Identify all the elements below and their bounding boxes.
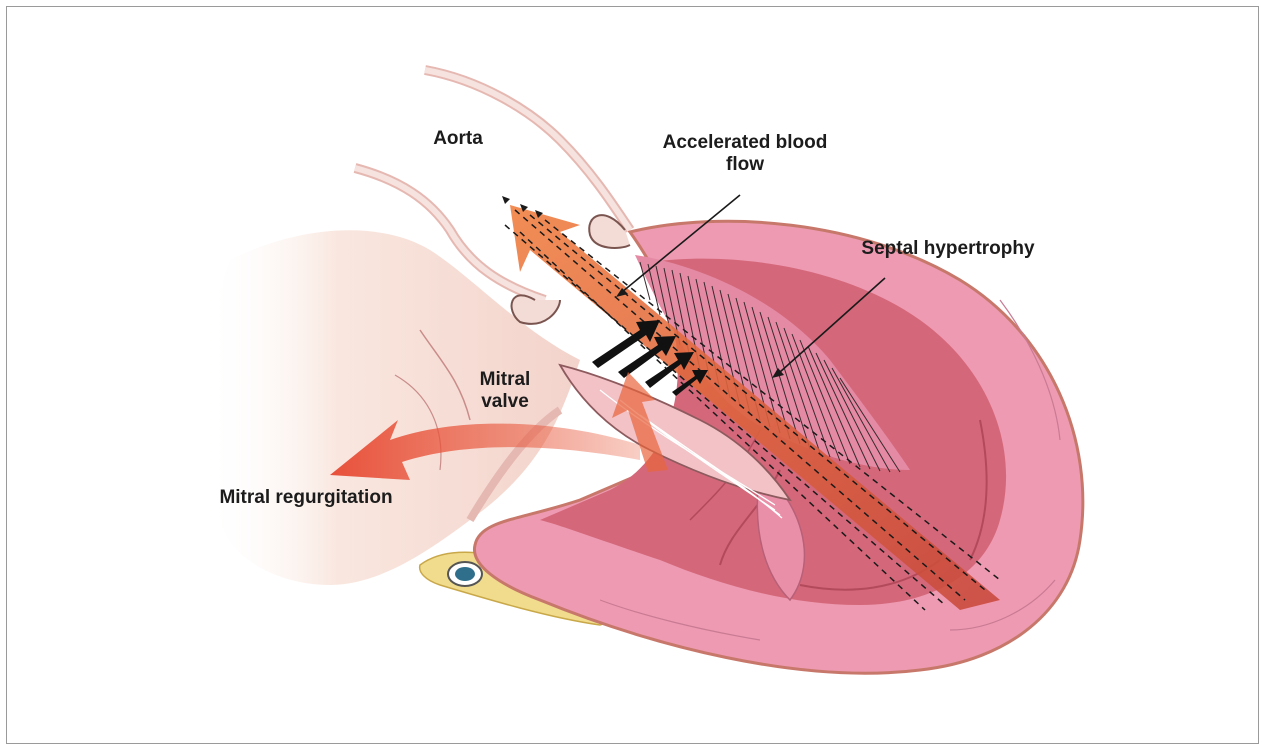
mitral-valve-label: Mitral valve <box>455 369 555 413</box>
mitral-valve-label-line1: Mitral <box>455 369 555 391</box>
aorta-label: Aorta <box>408 128 508 150</box>
accelerated-flow-label: Accelerated blood flow <box>630 132 860 176</box>
mitral-regurgitation-label: Mitral regurgitation <box>196 487 416 509</box>
accelerated-flow-label-line2: flow <box>630 154 860 176</box>
septal-hypertrophy-label: Septal hypertrophy <box>838 238 1058 260</box>
mitral-valve-label-line2: valve <box>455 391 555 413</box>
accelerated-flow-label-line1: Accelerated blood <box>630 132 860 154</box>
